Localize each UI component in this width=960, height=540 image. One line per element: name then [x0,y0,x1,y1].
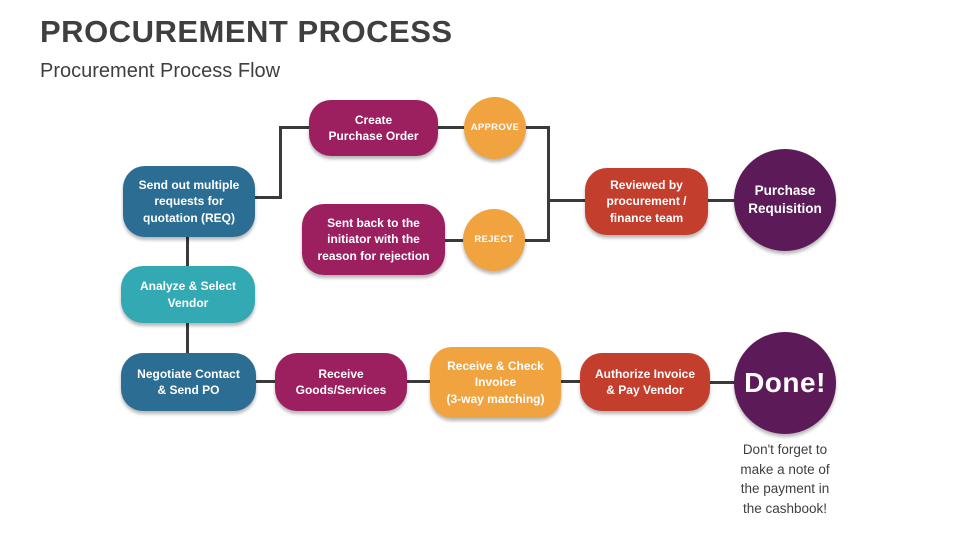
node-label: Negotiate Contact & Send PO [137,366,240,397]
node-label: Receive & Check Invoice (3-way matching) [446,359,545,406]
node-purchase-requisition: Purchase Requisition [734,149,836,251]
connector-line [706,199,737,202]
connector-line [523,239,549,242]
node-done: Done! [734,332,836,434]
connector-line [253,196,282,199]
connector-line [524,126,550,129]
node-authorize-pay: Authorize Invoice & Pay Vendor [580,353,710,411]
node-label: Reviewed by procurement / finance team [606,178,687,225]
node-label: Create Purchase Order [328,112,419,143]
connector-line [186,234,189,268]
node-label: Send out multiple requests for quotation… [138,178,240,225]
node-create-purchase-order: Create Purchase Order [309,100,438,156]
node-label: REJECT [474,233,514,245]
connector-line [279,126,282,199]
page-subtitle: Procurement Process Flow [40,60,281,82]
connector-line [254,380,278,383]
node-label: Authorize Invoice & Pay Vendor [594,366,695,397]
connector-line [186,321,189,355]
node-receive-check-invoice: Receive & Check Invoice (3-way matching) [430,347,561,418]
node-label: Done! [744,367,826,399]
node-label: Analyze & Select Vendor [139,279,237,310]
node-reject: REJECT [463,209,525,271]
node-label: Receive Goods/Services [295,366,387,397]
node-reviewed-by: Reviewed by procurement / finance team [585,168,708,235]
connector-line [547,126,550,242]
connector-line [559,380,583,383]
node-label: Purchase Requisition [748,182,822,216]
node-sent-back: Sent back to the initiator with the reas… [302,204,445,275]
connector-line [436,126,468,129]
node-label: APPROVE [470,121,520,133]
cashbook-note: Don't forget to make a note of the payme… [740,442,830,516]
node-receive-goods: Receive Goods/Services [275,353,407,411]
node-label: Sent back to the initiator with the reas… [317,216,430,263]
node-negotiate-send-po: Negotiate Contact & Send PO [121,353,256,411]
node-approve: APPROVE [464,97,526,159]
connector-line [708,381,737,384]
connector-line [549,199,587,202]
node-send-requests: Send out multiple requests for quotation… [123,166,255,237]
connector-line [279,126,310,129]
page-title: PROCUREMENT PROCESS [40,14,453,49]
connector-line [405,380,432,383]
connector-line [443,239,467,242]
node-analyze-select-vendor: Analyze & Select Vendor [121,266,255,323]
